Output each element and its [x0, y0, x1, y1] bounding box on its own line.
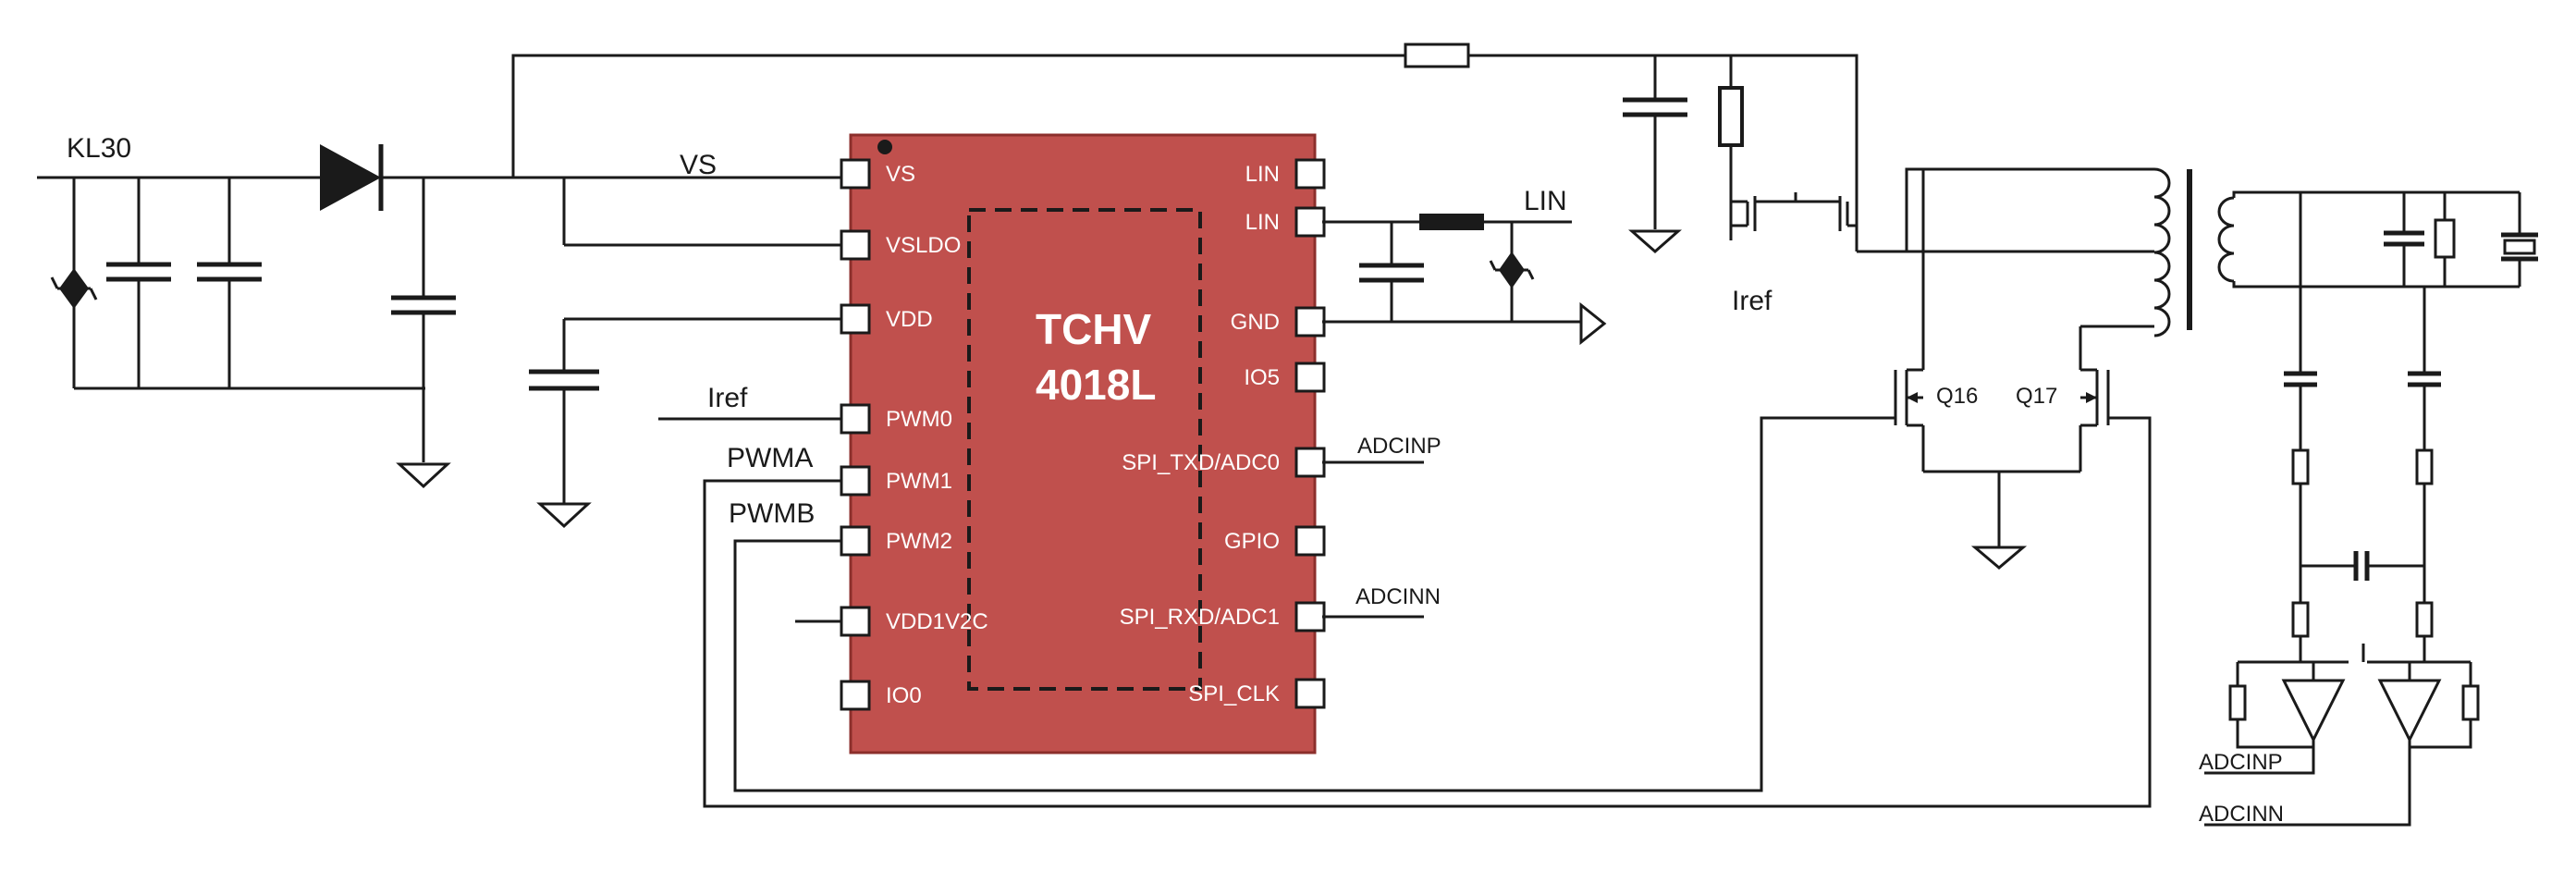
left-sense-chain — [2284, 287, 2317, 662]
pin1-marker — [877, 140, 892, 154]
amplifier-left — [2204, 660, 2349, 775]
tvs-diode-left — [50, 268, 98, 309]
differential-capacitor — [2300, 551, 2424, 581]
pin-label-right-io5-3: IO5 — [1244, 365, 1280, 390]
pin-label-left-io0: IO0 — [886, 683, 922, 708]
transformer-secondary-coil — [2217, 196, 2235, 283]
vs-net-label: VS — [680, 150, 717, 180]
pwmb-label: PWMB — [729, 498, 815, 529]
pin-label-left-pwm0: PWM0 — [886, 407, 952, 432]
lin-ferrite — [1419, 214, 1484, 230]
ground-output-arrow — [1579, 301, 1607, 346]
pin-pad-left-io0 — [840, 680, 871, 711]
top-feedback-wire — [511, 43, 1858, 202]
iref-left-label: Iref — [707, 383, 748, 413]
transformer-primary-coil — [2153, 167, 2171, 337]
kl30-label: KL30 — [67, 133, 131, 164]
adcinp-chip-label: ADCINP — [1357, 434, 1441, 459]
chip-body — [849, 133, 1317, 754]
ground-symbol-4 — [1970, 546, 2028, 570]
pin-pad-left-vdd1v2c — [840, 606, 871, 637]
transistor-q17 — [2079, 325, 2154, 472]
pin-label-right-gpio-5: GPIO — [1224, 529, 1280, 554]
lin-section: LIN ADCINP ADCINN — [1322, 186, 1607, 619]
pin-pad-right-io5-3 — [1294, 362, 1326, 393]
lin-net-label: LIN — [1524, 186, 1567, 216]
iref-right-label: Iref — [1732, 286, 1773, 316]
pin-pad-right-lin-1 — [1294, 206, 1326, 238]
feedback-resistor — [1404, 43, 1470, 68]
pin-label-right-lin-1: LIN — [1245, 210, 1280, 235]
pin-pad-left-vdd — [840, 303, 871, 335]
pin-pad-right-lin-0 — [1294, 158, 1326, 190]
lin-capacitor — [1359, 222, 1424, 322]
pin-label-right-spi-clk-7: SPI_CLK — [1188, 681, 1280, 706]
iref-resistor — [1718, 86, 1744, 147]
right-sense-chain — [2408, 287, 2441, 662]
pin-label-right-spi-txd-adc0-4: SPI_TXD/ADC0 — [1122, 450, 1280, 475]
ground-symbol-1 — [396, 462, 451, 489]
secondary-capacitor — [2384, 192, 2424, 287]
chip-name-line2: 4018L — [1036, 361, 1156, 409]
pin-pad-right-gnd-2 — [1294, 306, 1326, 337]
q16-label: Q16 — [1936, 384, 1978, 409]
pin-pad-right-gpio-5 — [1294, 525, 1326, 557]
pin-label-left-pwm2: PWM2 — [886, 529, 952, 554]
pin-label-right-lin-0: LIN — [1245, 162, 1280, 187]
pin-pad-right-spi-clk-7 — [1294, 678, 1326, 709]
iref-mirror-section: Iref — [1623, 55, 1858, 316]
amplifier-right — [2204, 644, 2480, 827]
adcinn-bottom-label: ADCINN — [2199, 802, 2284, 827]
ground-symbol-2 — [536, 502, 592, 529]
transistor-q16 — [1894, 169, 1925, 472]
input-capacitor-1 — [106, 178, 171, 388]
vdd-capacitor — [529, 319, 599, 504]
input-capacitor-2 — [197, 178, 262, 388]
pin-pad-right-spi-txd-adc0-4 — [1294, 447, 1326, 478]
pin-pad-left-vsldo — [840, 229, 871, 261]
reverse-protection-diode — [320, 144, 384, 211]
transformer-driver-section: Q16 Q17 — [1857, 167, 2192, 570]
pin-label-left-vdd1v2c: VDD1V2C — [886, 609, 988, 634]
pin-label-left-vs: VS — [886, 162, 915, 187]
tchv4018l-chip: TCHV 4018L VS VSLDO VDD PWM0PWM1PWM2VDD1V2C… — [840, 133, 1326, 754]
lin-tvs-diode — [1489, 222, 1535, 322]
secondary-section: ADCINP ADCINN — [2199, 190, 2538, 827]
pin-label-right-spi-rxd-adc1-6: SPI_RXD/ADC1 — [1120, 605, 1280, 630]
pin-pad-left-pwm2 — [840, 525, 871, 557]
pin-pad-left-pwm0 — [840, 403, 871, 435]
pin-pad-right-spi-rxd-adc1-6 — [1294, 601, 1326, 632]
adcinn-chip-label: ADCINN — [1355, 584, 1441, 609]
q17-label: Q17 — [2016, 384, 2057, 409]
mirror-transistor-pair — [1729, 192, 1858, 251]
pin-label-right-gnd-2: GND — [1231, 310, 1280, 335]
bulk-capacitor — [391, 178, 456, 462]
adcinp-bottom-label: ADCINP — [2199, 750, 2283, 775]
chip-inner-dashed — [967, 208, 1202, 691]
transducer-crystal — [2501, 192, 2538, 287]
chip-name-line1: TCHV — [1036, 305, 1152, 353]
secondary-resistor — [2434, 192, 2456, 287]
pin-pad-left-vs — [840, 158, 871, 190]
pin-pad-left-pwm1 — [840, 465, 871, 497]
pin-label-left-pwm1: PWM1 — [886, 469, 952, 494]
pin-label-left-vsldo: VSLDO — [886, 233, 961, 258]
pwma-label: PWMA — [727, 443, 813, 473]
kl30-input-section: KL30 VS — [37, 133, 2152, 808]
pin-label-left-vdd: VDD — [886, 307, 933, 332]
ground-symbol-3 — [1628, 229, 1682, 253]
